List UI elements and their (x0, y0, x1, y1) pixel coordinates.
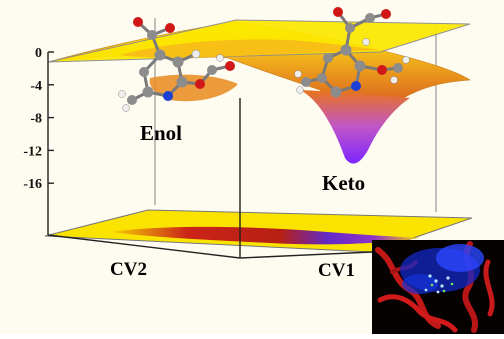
minimum-label-enol: Enol (140, 121, 182, 145)
z-tick-label: -8 (30, 112, 42, 127)
minimum-label-keto: Keto (322, 171, 365, 195)
floor-projection-band (110, 226, 420, 245)
z-tick-label: 0 (35, 46, 42, 61)
top-plane-contour (120, 39, 380, 58)
enol-basin (149, 74, 238, 102)
keto-molecule (294, 7, 410, 98)
z-tick-label: -4 (30, 79, 42, 94)
z-axis-ticks: 0 -4 -8 -12 -16 (23, 46, 54, 192)
z-tick-label: -12 (23, 144, 42, 159)
keto-well (300, 90, 410, 164)
box-frame-front (47, 52, 373, 259)
enol-molecule (118, 17, 235, 112)
z-tick-label: -16 (23, 177, 42, 192)
y-axis-title: CV1 (318, 260, 355, 281)
protein-inset-image (372, 240, 504, 334)
x-axis-title: CV2 (110, 259, 147, 280)
